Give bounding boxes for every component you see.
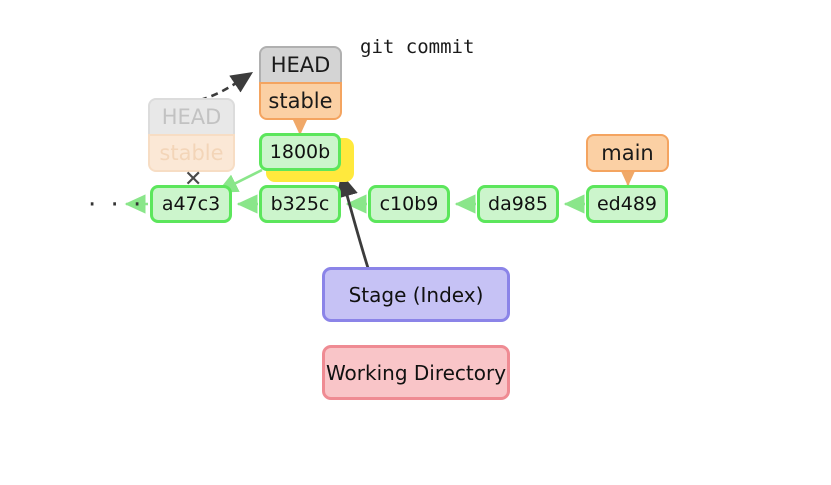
head-label: HEAD — [259, 46, 342, 84]
main-branch-label: main — [586, 134, 669, 172]
commit-node-b325c[interactable]: b325c — [259, 185, 341, 223]
history-ellipsis: · · · — [88, 190, 145, 220]
command-label: git commit — [360, 36, 475, 58]
old-stable-label: stable — [148, 134, 235, 172]
arrow-head-moved — [199, 71, 254, 102]
old-head-label: HEAD — [148, 98, 235, 136]
arrow-stage-to-1800b — [336, 173, 370, 269]
stage-index-box[interactable]: Stage (Index) — [322, 267, 510, 322]
stable-branch-label: stable — [259, 82, 342, 120]
commit-node-c10b9[interactable]: c10b9 — [368, 185, 450, 223]
commit-node-ed489[interactable]: ed489 — [586, 185, 668, 223]
commit-node-1800b[interactable]: 1800b — [259, 133, 341, 171]
commit-node-da985[interactable]: da985 — [477, 185, 559, 223]
working-directory-box[interactable]: Working Directory — [322, 345, 510, 400]
commit-node-a47c3[interactable]: a47c3 — [150, 185, 232, 223]
